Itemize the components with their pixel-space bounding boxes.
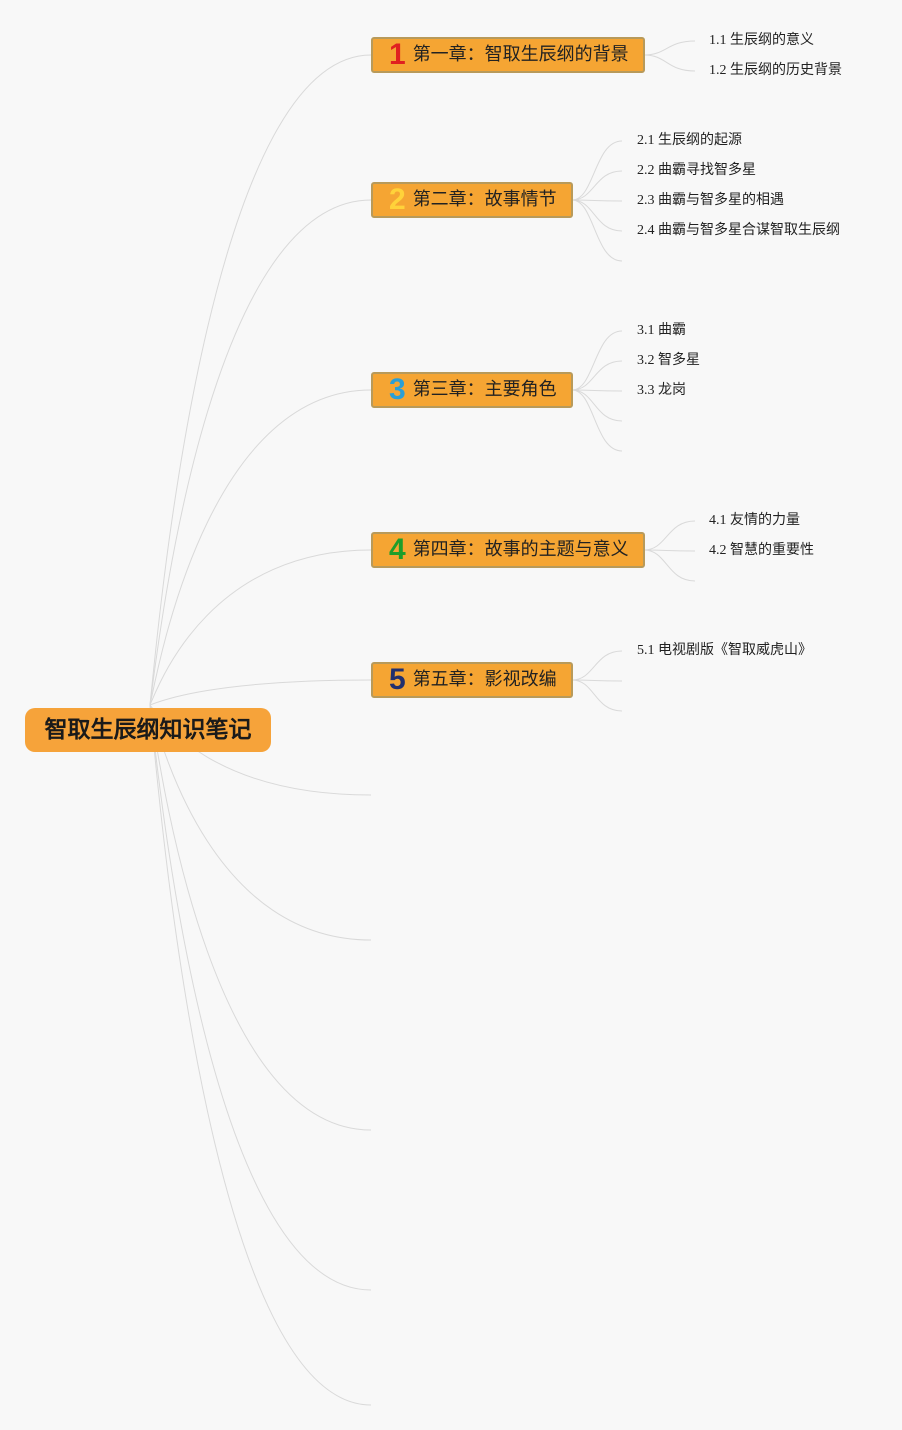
topic-2-3[interactable]: 2.3 曲霸与智多星的相遇 xyxy=(637,193,784,208)
leaf-line-2-3 xyxy=(571,199,623,202)
chapter-node-1[interactable]: 1 第一章：智取生辰纲的背景 xyxy=(371,37,645,73)
chapter-node-5[interactable]: 5 第五章：影视改编 xyxy=(371,662,573,698)
topic-3-1[interactable]: 3.1 曲霸 xyxy=(637,323,686,338)
branch-line-1 xyxy=(149,54,372,706)
chapter-label-4: 第四章：故事的主题与意义 xyxy=(412,539,629,560)
leaf-line-5-3 xyxy=(571,679,623,712)
chapter-label-3: 第三章：主要角色 xyxy=(412,379,557,400)
leaf-line-3-5 xyxy=(571,389,623,452)
chapter-node-2[interactable]: 2 第二章：故事情节 xyxy=(371,182,573,218)
chapter-number-4: 4 xyxy=(389,533,406,566)
branch-line-10 xyxy=(149,704,372,1406)
leaf-line-1-1 xyxy=(643,40,696,56)
chapter-node-4[interactable]: 4 第四章：故事的主题与意义 xyxy=(371,532,645,568)
leaf-line-2-5 xyxy=(571,199,623,262)
leaf-line-3-1 xyxy=(571,330,623,391)
topic-5-1[interactable]: 5.1 电视剧版《智取威虎山》 xyxy=(637,643,812,658)
chapter-label-1: 第一章：智取生辰纲的背景 xyxy=(412,44,629,65)
topic-2-4[interactable]: 2.4 曲霸与智多星合谋智取生辰纲 xyxy=(637,223,840,238)
leaf-line-3-2 xyxy=(571,360,623,391)
branch-line-3 xyxy=(149,389,372,706)
topic-3-2[interactable]: 3.2 智多星 xyxy=(637,353,700,368)
leaf-line-2-4 xyxy=(571,199,623,232)
topic-3-3[interactable]: 3.3 龙岗 xyxy=(637,383,686,398)
chapter-number-5: 5 xyxy=(389,663,406,696)
leaf-line-5-2 xyxy=(571,679,623,682)
leaf-line-1-2 xyxy=(643,54,696,72)
leaf-line-4-1 xyxy=(643,520,696,551)
chapter-label-2: 第二章：故事情节 xyxy=(412,189,557,210)
branch-line-8 xyxy=(149,704,372,1131)
leaf-line-4-3 xyxy=(643,549,696,582)
leaf-line-4-2 xyxy=(643,549,696,552)
chapter-label-5: 第五章：影视改编 xyxy=(412,669,557,690)
chapter-number-1: 1 xyxy=(389,38,406,71)
topic-4-2[interactable]: 4.2 智慧的重要性 xyxy=(709,543,814,558)
branch-line-4 xyxy=(149,549,372,706)
branch-line-5 xyxy=(149,679,372,706)
leaf-line-3-4 xyxy=(571,389,623,422)
leaf-line-3-3 xyxy=(571,389,623,392)
leaf-line-2-1 xyxy=(571,140,623,201)
root-node[interactable]: 智取生辰纲知识笔记 xyxy=(25,708,271,752)
chapter-node-3[interactable]: 3 第三章：主要角色 xyxy=(371,372,573,408)
leaf-line-5-1 xyxy=(571,650,623,681)
chapter-number-3: 3 xyxy=(389,373,406,406)
topic-2-1[interactable]: 2.1 生辰纲的起源 xyxy=(637,133,742,148)
branch-line-9 xyxy=(149,704,372,1291)
topic-4-1[interactable]: 4.1 友情的力量 xyxy=(709,513,800,528)
topic-1-2[interactable]: 1.2 生辰纲的历史背景 xyxy=(709,63,842,78)
branch-line-2 xyxy=(149,199,372,706)
topic-2-2[interactable]: 2.2 曲霸寻找智多星 xyxy=(637,163,756,178)
leaf-line-2-2 xyxy=(571,170,623,201)
topic-1-1[interactable]: 1.1 生辰纲的意义 xyxy=(709,33,814,48)
chapter-number-2: 2 xyxy=(389,183,406,216)
